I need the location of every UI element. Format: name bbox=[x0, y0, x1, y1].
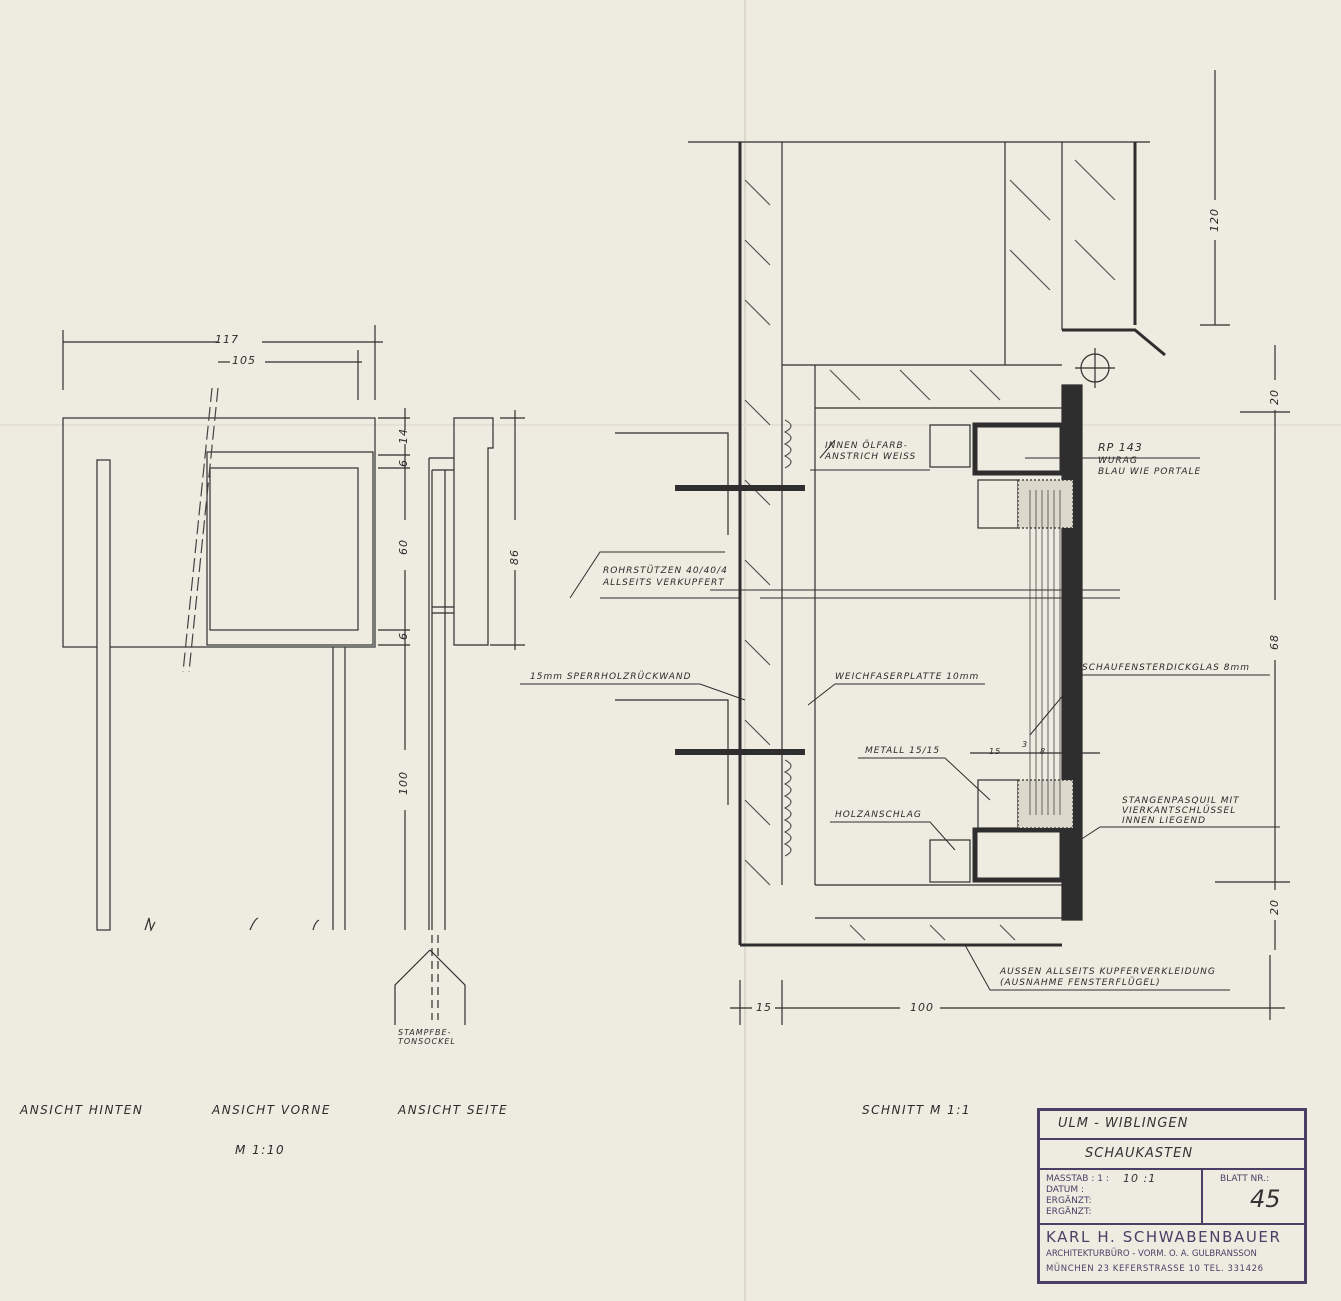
dim-15: 15 bbox=[756, 1001, 772, 1014]
profile-color-note: WURAG BLAU WIE PORTALE bbox=[1098, 456, 1201, 478]
title-block: ULM - WIBLINGEN SCHAUKASTEN MASSTAB : 1 … bbox=[1037, 1108, 1307, 1284]
lock-line-2: VIERKANTSCHLÜSSEL bbox=[1122, 806, 1237, 816]
sheet-number: 45 bbox=[1250, 1185, 1281, 1213]
paint-note: INNEN ÖLFARB- ANSTRICH WEISS bbox=[825, 441, 916, 463]
foundation-line-1: STAMPFBE- bbox=[398, 1028, 452, 1037]
profile-note: RP 143 bbox=[1098, 441, 1143, 454]
detail-dim-3b: 3 bbox=[1063, 740, 1070, 749]
dim-20b: 20 bbox=[1268, 899, 1281, 915]
dim-inner-width: 105 bbox=[232, 354, 256, 367]
dim-120: 120 bbox=[1208, 208, 1221, 232]
foundation-note: STAMPFBE- TONSOCKEL bbox=[398, 1028, 456, 1046]
lock-line-1: STANGENPASQUIL MIT bbox=[1122, 796, 1240, 806]
glass-note: SCHAUFENSTERDICKGLAS 8mm bbox=[1082, 663, 1251, 673]
cladding-note: AUSSEN ALLSEITS KUPFERVERKLEIDUNG (AUSNA… bbox=[1000, 967, 1216, 989]
date-label: DATUM : bbox=[1046, 1185, 1084, 1195]
amended-label-1: ERGÄNZT: bbox=[1046, 1196, 1092, 1206]
detail-dim-15: 15 bbox=[989, 747, 1002, 756]
dim-68: 68 bbox=[1268, 634, 1281, 650]
fiberboard-note: WEICHFASERPLATTE 10mm bbox=[835, 672, 980, 682]
title-subject: SCHAUKASTEN bbox=[1085, 1146, 1194, 1161]
lock-note: STANGENPASQUIL MIT VIERKANTSCHLÜSSEL INN… bbox=[1122, 796, 1240, 826]
section-view bbox=[520, 70, 1290, 1025]
foundation-line-2: TONSOCKEL bbox=[398, 1037, 456, 1046]
wood-stop-note: HOLZANSCHLAG bbox=[835, 810, 922, 820]
dim-20a: 20 bbox=[1268, 389, 1281, 405]
dim-100: 100 bbox=[397, 771, 410, 795]
detail-dim-4: 4 bbox=[1073, 740, 1080, 749]
label-front-view: ANSICHT VORNE bbox=[212, 1103, 331, 1117]
sheet-label: BLATT NR.: bbox=[1220, 1174, 1270, 1184]
paint-line-1: INNEN ÖLFARB- bbox=[825, 441, 908, 451]
posts-note: ROHRSTÜTZEN 40/40/4 ALLSEITS VERKUPFERT bbox=[603, 565, 728, 589]
metal-note: METALL 15/15 bbox=[865, 746, 941, 756]
cladding-line-1: AUSSEN ALLSEITS KUPFERVERKLEIDUNG bbox=[1000, 967, 1216, 977]
label-rear-view: ANSICHT HINTEN bbox=[20, 1103, 144, 1117]
amended-label-2: ERGÄNZT: bbox=[1046, 1207, 1092, 1217]
architect-name: KARL H. SCHWABENBAUER bbox=[1046, 1228, 1282, 1246]
dim-6a: 6 bbox=[397, 459, 410, 467]
architect-address: MÜNCHEN 23 KEFERSTRASSE 10 TEL. 331426 bbox=[1046, 1264, 1264, 1274]
detail-dim-8: 8 bbox=[1040, 747, 1047, 756]
side-view bbox=[394, 410, 525, 1025]
rear-front-view bbox=[62, 325, 410, 932]
scale-value: 10 :1 bbox=[1123, 1172, 1157, 1185]
dim-86: 86 bbox=[508, 549, 521, 565]
plywood-note: 15mm SPERRHOLZRÜCKWAND bbox=[530, 672, 692, 682]
scale-label: MASSTAB : 1 : bbox=[1046, 1174, 1109, 1184]
label-scale: M 1:10 bbox=[235, 1143, 286, 1157]
label-section: SCHNITT M 1:1 bbox=[862, 1103, 971, 1117]
dim-overall-width: 117 bbox=[215, 333, 239, 346]
architect-office: ARCHITEKTURBÜRO - VORM. O. A. GULBRANSSO… bbox=[1046, 1249, 1257, 1259]
posts-line-1: ROHRSTÜTZEN 40/40/4 bbox=[603, 566, 728, 576]
dim-100-section: 100 bbox=[910, 1001, 934, 1014]
cladding-line-2: (AUSNAHME FENSTERFLÜGEL) bbox=[1000, 978, 1161, 988]
dim-14: 14 bbox=[397, 428, 410, 444]
posts-line-2: ALLSEITS VERKUPFERT bbox=[603, 578, 725, 588]
dim-6b: 6 bbox=[397, 632, 410, 640]
label-side-view: ANSICHT SEITE bbox=[398, 1103, 509, 1117]
profile-color-line-1: WURAG bbox=[1098, 456, 1138, 466]
profile-color-line-2: BLAU WIE PORTALE bbox=[1098, 467, 1202, 477]
lock-line-3: INNEN LIEGEND bbox=[1122, 816, 1207, 826]
dim-60: 60 bbox=[397, 539, 410, 555]
title-location: ULM - WIBLINGEN bbox=[1058, 1116, 1189, 1131]
paint-line-2: ANSTRICH WEISS bbox=[825, 452, 917, 462]
detail-dim-3a: 3 bbox=[1022, 740, 1029, 749]
